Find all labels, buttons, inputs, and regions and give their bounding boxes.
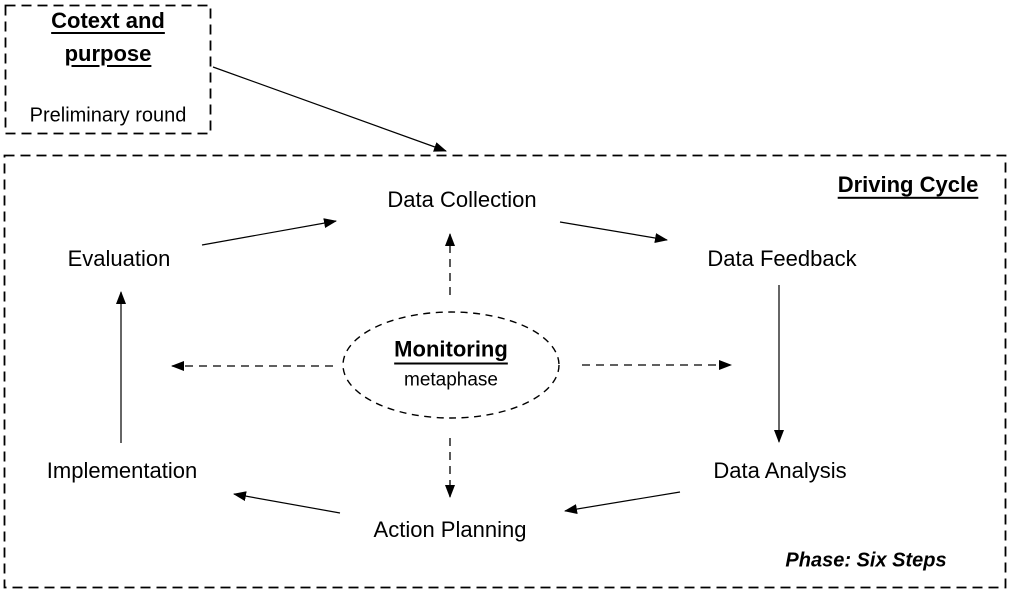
driving-cycle-box [3,154,1007,589]
arrow-data-analysis-to-action-planning [564,491,681,514]
step-data-feedback: Data Feedback [707,245,857,271]
monitoring-center: Monitoring metaphase [394,337,508,392]
monitoring-ellipse [342,311,560,419]
context-purpose-box [4,4,212,135]
monitoring-subtitle: metaphase [403,369,499,391]
phase-note: Phase: Six Steps [785,549,947,572]
step-implementation: Implementation [46,457,198,483]
arrow-data-collection-to-data-feedback [559,221,668,243]
context-box-subtitle: Preliminary round [29,104,187,127]
step-evaluation: Evaluation [67,245,171,271]
arrow-evaluation-to-data-collection [201,218,337,246]
step-data-analysis: Data Analysis [713,457,847,483]
monitoring-title: Monitoring [394,336,508,362]
context-box-title: Cotext and purpose [51,8,165,66]
arrow-action-planning-to-implementation [233,491,341,514]
arrow-context-to-cycle [212,66,447,152]
driving-cycle-title: Driving Cycle [837,171,979,197]
step-data-collection: Data Collection [387,186,537,212]
step-action-planning: Action Planning [373,516,527,542]
